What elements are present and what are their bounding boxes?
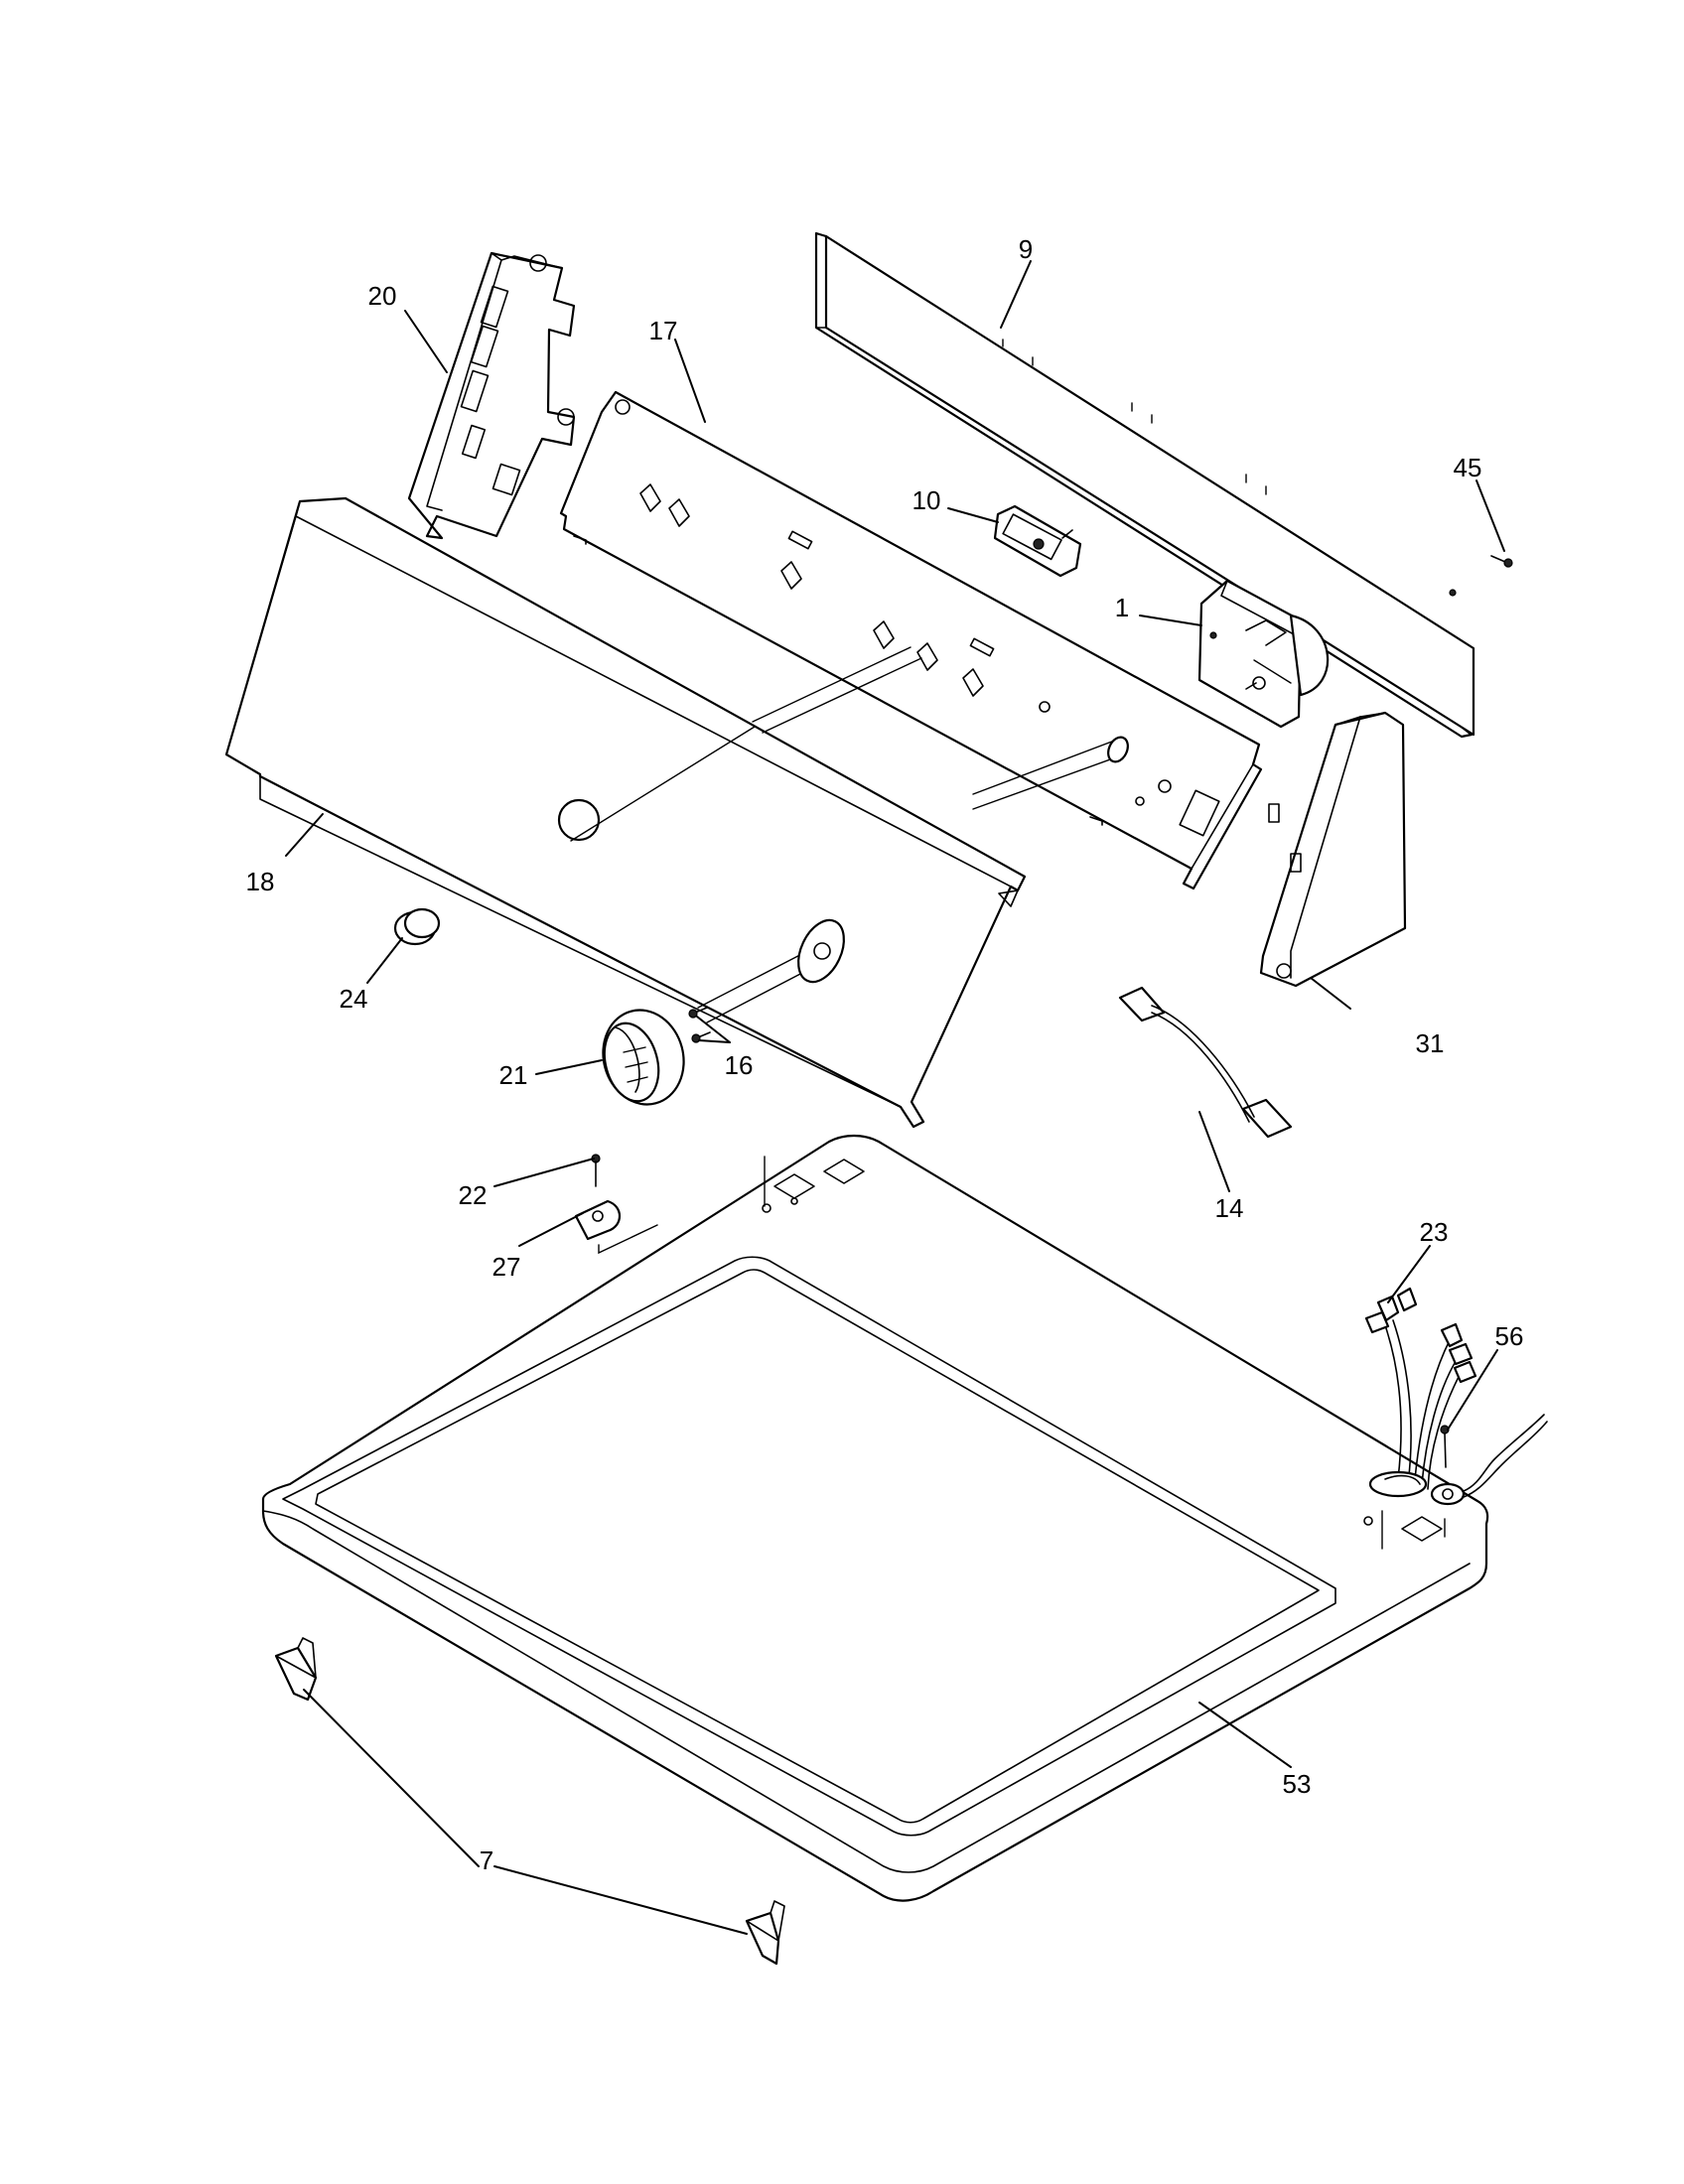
part-7-foot-right: [745, 1900, 785, 1966]
callout-17: 17: [649, 316, 678, 345]
callout-7: 7: [480, 1845, 493, 1875]
callout-10: 10: [912, 485, 941, 515]
part-27-clip: [574, 1199, 658, 1255]
callout-56: 56: [1495, 1321, 1524, 1351]
part-53-top-cover: [261, 1134, 1489, 1902]
part-16-screws: [688, 1007, 711, 1043]
callout-18: 18: [246, 867, 275, 896]
part-20-left-end-cap: [407, 251, 576, 540]
callout-23: 23: [1420, 1217, 1449, 1247]
callout-24: 24: [340, 984, 368, 1014]
part-56-ground-screw: [1430, 1414, 1548, 1506]
part-7-foot-left: [274, 1637, 318, 1702]
callout-27: 27: [492, 1252, 521, 1282]
part-23-wire-harness: [1364, 1287, 1477, 1498]
callout-21: 21: [499, 1060, 528, 1090]
callout-20: 20: [368, 281, 397, 311]
callout-9: 9: [1019, 234, 1033, 264]
callout-1: 1: [1115, 593, 1129, 622]
callout-16: 16: [725, 1050, 754, 1080]
callout-31: 31: [1416, 1028, 1445, 1058]
part-9-rear-panel: [814, 231, 1475, 739]
part-22-screw: [591, 1154, 601, 1187]
callout-14: 14: [1215, 1193, 1244, 1223]
part-31-right-end-cap: [1259, 711, 1407, 988]
part-21-timer-knob: [602, 1009, 685, 1106]
part-24-small-knob: [393, 907, 441, 946]
callout-45: 45: [1454, 453, 1482, 482]
callout-22: 22: [459, 1180, 488, 1210]
leader-lines: [285, 260, 1505, 1935]
part-1-timer: [1197, 579, 1330, 729]
part-45-screw: [1490, 555, 1513, 568]
callout-labels: 9 17 20 10 45 1 18 24 21 16 14 31 22 27 …: [246, 234, 1524, 1875]
part-17-control-panel: [559, 390, 1263, 890]
part-10-switch: [993, 504, 1082, 578]
part-14-wire-jumper: [1118, 986, 1293, 1139]
control-shafts: [570, 646, 1129, 1024]
callout-53: 53: [1283, 1769, 1312, 1799]
